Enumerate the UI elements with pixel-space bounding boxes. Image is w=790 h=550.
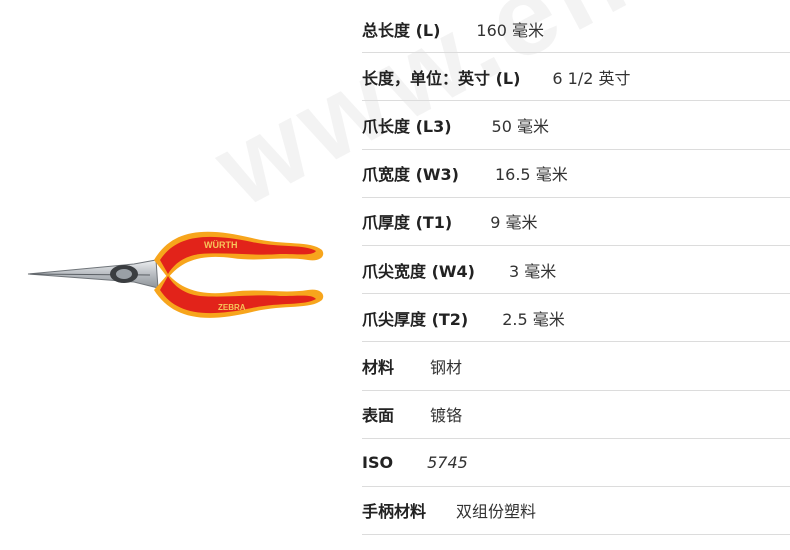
spec-row: 手柄材料 双组份塑料: [362, 487, 790, 536]
spec-row: 爪厚度 (T1) 9 毫米: [362, 198, 790, 246]
spec-row: 材料 钢材: [362, 342, 790, 391]
spec-label: 长度，单位：英寸 (L): [362, 68, 521, 88]
spec-value: 2.5 毫米: [502, 309, 565, 329]
spec-value: 50 毫米: [491, 116, 549, 136]
spec-row: ISO 5745: [362, 439, 790, 487]
spec-row: 爪尖厚度 (T2) 2.5 毫米: [362, 294, 790, 343]
spec-value: 5745: [427, 452, 468, 472]
spec-label: 总长度 (L): [362, 20, 441, 40]
spec-label: 表面: [362, 406, 395, 426]
spec-value: 3 毫米: [508, 261, 557, 281]
spec-label: 手柄材料: [362, 502, 427, 522]
brand-logo-upper: WÜRTH: [204, 240, 238, 250]
spec-row: 爪尖宽度 (W4) 3 毫米: [362, 246, 790, 295]
spec-label: 爪尖厚度 (T2): [362, 309, 469, 329]
spec-value: 镀铬: [430, 406, 463, 426]
spec-label: 材料: [362, 357, 395, 377]
spec-value: 160 毫米: [476, 20, 545, 40]
pliers-image: WÜRTH ZEBRA: [27, 231, 324, 318]
spec-row: 爪宽度 (W3) 16.5 毫米: [362, 150, 790, 198]
spec-table: 总长度 (L) 160 毫米 长度，单位：英寸 (L) 6 1/2 英寸 爪长度…: [362, 5, 790, 536]
spec-value: 6 1/2 英寸: [552, 68, 631, 88]
spec-value: 16.5 毫米: [494, 165, 568, 185]
spec-label: 爪厚度 (T1): [362, 213, 453, 233]
spec-row: 长度，单位：英寸 (L) 6 1/2 英寸: [362, 53, 790, 102]
spec-value: 双组份塑料: [456, 502, 537, 522]
spec-label: ISO: [362, 452, 394, 472]
spec-label: 爪宽度 (W3): [362, 165, 459, 185]
spec-label: 爪长度 (L3): [362, 116, 452, 136]
spec-row: 表面 镀铬: [362, 391, 790, 439]
spec-value: 9 毫米: [490, 213, 538, 233]
spec-value: 钢材: [430, 357, 463, 377]
spec-row: 爪长度 (L3) 50 毫米: [362, 101, 790, 150]
spec-label: 爪尖宽度 (W4): [362, 261, 475, 281]
spec-row: 总长度 (L) 160 毫米: [362, 5, 790, 54]
brand-logo-lower: ZEBRA: [218, 303, 246, 312]
